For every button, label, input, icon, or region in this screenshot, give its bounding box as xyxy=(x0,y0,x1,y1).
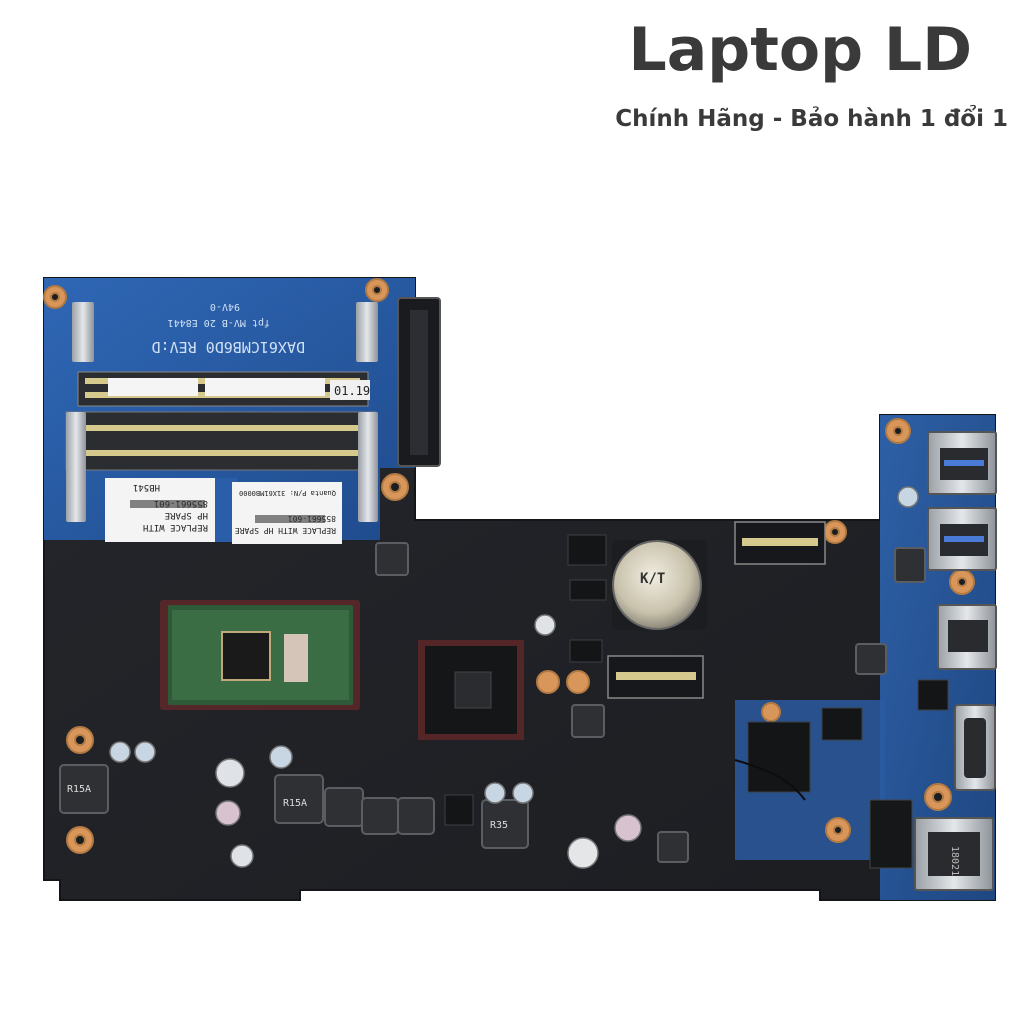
sticker-left-top: REPLACE WITH xyxy=(143,522,208,532)
usb-port-3 xyxy=(937,604,997,670)
mounting-holes xyxy=(43,278,975,854)
sata-connector xyxy=(397,297,441,467)
brand-title: Laptop LD xyxy=(628,15,972,85)
cmos-battery: K/T xyxy=(612,540,707,630)
cpu-chip xyxy=(160,600,360,710)
coil-label-c: R35 xyxy=(490,820,508,831)
trace-line xyxy=(734,759,806,801)
small-ics xyxy=(444,534,949,826)
coil-label-a: R15A xyxy=(67,784,91,795)
sticker-left: REPLACE WITH HP SPARE 855661-601 HB541 xyxy=(105,478,215,542)
vga-port xyxy=(954,704,996,791)
ram-slot-2 xyxy=(65,411,378,522)
lan-transformer xyxy=(869,799,913,869)
m2-slot-wifi xyxy=(734,521,826,565)
brand-tagline: Chính Hãng - Bảo hành 1 đổi 1 xyxy=(615,106,1008,132)
sticker-right-top: REPLACE WITH HP SPARE xyxy=(235,526,336,535)
sticker-left-mid: HP SPARE xyxy=(165,510,208,520)
silkscreen-code: fpt MV-B 20 E8441 xyxy=(168,317,270,328)
pch-chip xyxy=(418,640,524,740)
sticker-right: REPLACE WITH HP SPARE 855661-601 Quanta … xyxy=(232,482,342,544)
battery-label: K/T xyxy=(640,571,665,587)
m2-slot-ssd xyxy=(607,655,704,699)
silkscreen-model: DAX61CMB6D0 REV:D xyxy=(151,338,305,356)
capacitors xyxy=(109,486,919,869)
silkscreen-group: DAX61CMB6D0 REV:D fpt MV-B 20 E8441 94V-… xyxy=(151,301,305,356)
coil-label-b: R15A xyxy=(283,798,307,809)
pcb-blue-section xyxy=(44,278,415,540)
sticker-left-code: HB541 xyxy=(133,482,160,492)
silkscreen-rating: 94V-0 xyxy=(210,301,240,312)
sticker-right-quanta: Quanta P/N: 31X61MB0000 xyxy=(239,489,336,497)
rj45-port: 18021 xyxy=(914,817,994,891)
ram-slot-1: 01.19 xyxy=(72,302,378,407)
inductor-coils xyxy=(59,542,926,863)
usb-port-2 xyxy=(927,507,997,571)
rj45-label: 18021 xyxy=(949,846,960,876)
usb-port-1 xyxy=(927,431,997,495)
date-label: 01.19 xyxy=(334,384,370,398)
